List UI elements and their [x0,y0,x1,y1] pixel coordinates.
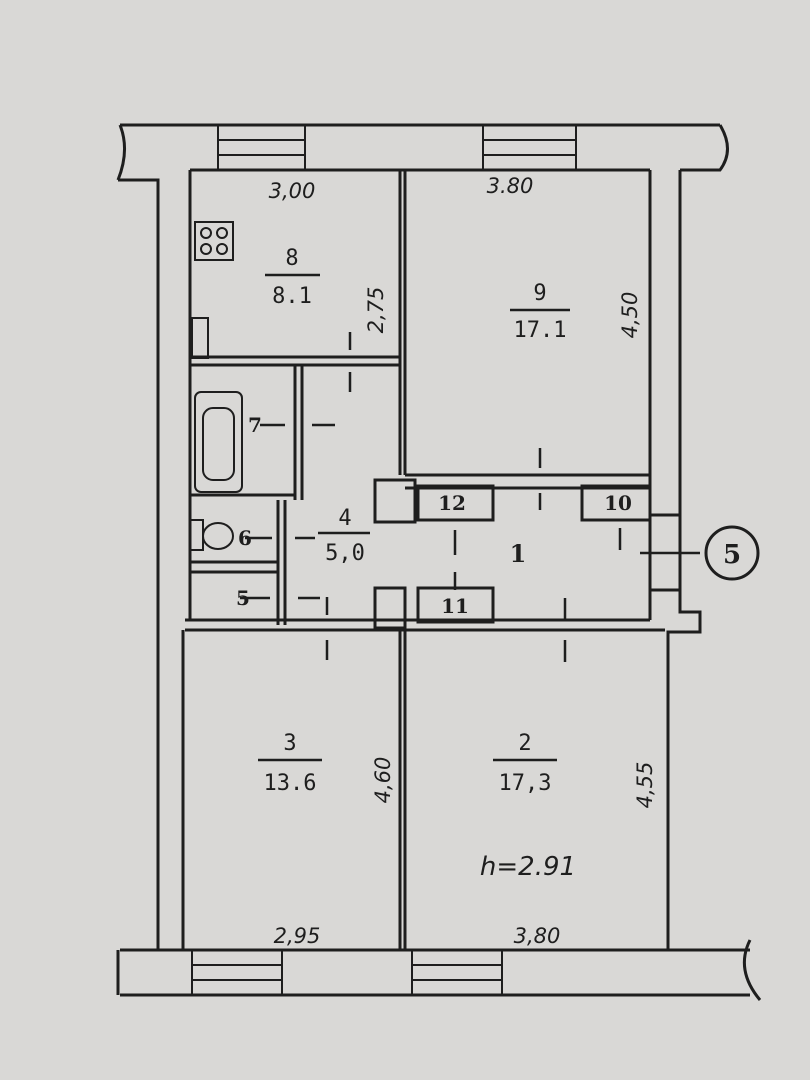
room-area: 17,3 [499,771,552,796]
windows [191,124,577,996]
fixtures [189,221,243,551]
room-number: 2 [518,731,531,756]
dim-room3-width: 2,95 [274,924,321,948]
closet-12-label: 12 [438,491,466,515]
room-9: 9 17.1 [510,281,570,343]
callout-circle [704,525,760,581]
room-number: 9 [533,281,546,306]
bathtub-icon [194,391,243,493]
ceiling-height: h=2.91 [480,852,576,882]
dim-room2-width: 3,80 [514,924,561,948]
room-area: 13.6 [264,771,317,796]
room-number: 3 [283,731,296,756]
dim-kitchen-depth: 2,75 [364,287,388,334]
room-area: 17.1 [514,318,567,343]
dim-room2-depth: 4,55 [633,762,657,809]
room-area: 8.1 [272,284,312,309]
room-6-label: 6 [238,526,252,550]
dim-kitchen-width: 3,00 [269,179,316,203]
room-number: 4 [338,506,351,531]
room-2: 2 17,3 [493,731,557,796]
dim-room9-width: 3.80 [487,174,534,198]
room-area: 5,0 [325,541,365,566]
room-5-label: 5 [236,586,250,610]
room-4: 4 5,0 [318,506,370,566]
room-1-label: 1 [510,539,527,568]
sink-icon [191,317,209,359]
room-3: 3 13.6 [258,731,322,796]
room-7-label: 7 [248,413,262,437]
dim-room3-depth: 4,60 [371,757,395,804]
closet-10-label: 10 [604,491,632,515]
dim-room9-depth: 4,50 [618,292,642,339]
room-number: 8 [285,246,298,271]
room-8: 8 8.1 [265,246,320,309]
stove-icon [194,221,234,261]
outer-walls [116,123,762,1001]
door-markers [240,332,700,662]
closet-11-label: 11 [441,594,469,618]
callout-label: 5 [723,540,741,570]
